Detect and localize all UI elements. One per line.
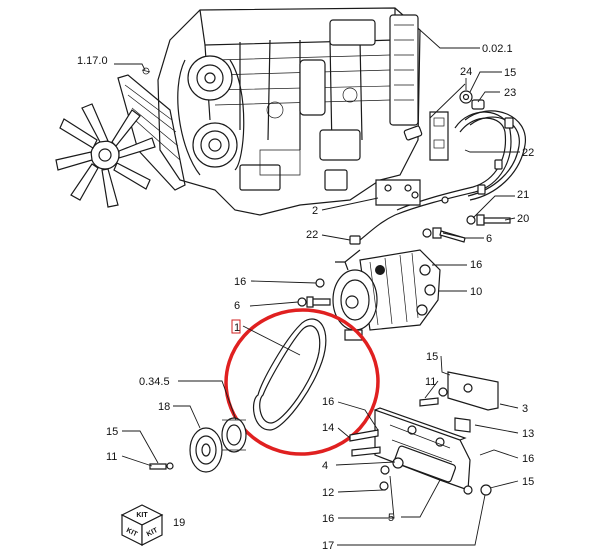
callout-12: 12	[322, 487, 334, 499]
callout-20: 20	[517, 213, 529, 225]
wiring-harness	[335, 110, 526, 271]
callout-1-box	[231, 319, 241, 334]
callout-labels: 1.17.0 0.02.1 24 15 23 22 21 20 2 22 6 1…	[77, 43, 534, 552]
engine-block	[157, 7, 421, 216]
callout-15-bracket: 15	[426, 351, 438, 363]
callout-1-17-0: 1.17.0	[77, 55, 108, 67]
callout-11-bracket: 11	[425, 376, 436, 388]
leader-lines	[114, 29, 520, 546]
callout-24: 24	[460, 66, 472, 78]
kit-label-left: KIT	[125, 527, 139, 539]
drive-belt	[252, 318, 327, 431]
callout-16-right: 16	[522, 453, 534, 465]
callout-19: 19	[173, 517, 185, 529]
callout-10: 10	[470, 286, 482, 298]
callout-16-compressor: 16	[470, 259, 482, 271]
callout-5: 5	[388, 512, 394, 524]
callout-22-right: 22	[522, 147, 534, 159]
callout-13: 13	[522, 428, 534, 440]
tensioner-bracket	[349, 371, 499, 496]
callout-16-left: 16	[234, 276, 246, 288]
callout-2: 2	[312, 205, 318, 217]
callout-23: 23	[504, 87, 516, 99]
callout-16-bottom: 16	[322, 513, 334, 525]
callout-22-left: 22	[306, 229, 318, 241]
callout-18: 18	[158, 401, 170, 413]
kit-label-top: KIT	[136, 512, 148, 519]
callout-21: 21	[517, 189, 529, 201]
highlight-circle	[224, 308, 380, 456]
kit-label-right: KIT	[146, 527, 160, 539]
callout-15-pulley: 15	[106, 426, 118, 438]
callout-11-pulley: 11	[106, 451, 117, 463]
callout-3: 3	[522, 403, 528, 415]
callout-1: 1	[234, 322, 240, 334]
callout-0-02-1: 0.02.1	[482, 43, 513, 55]
callout-4: 4	[322, 460, 328, 472]
cooling-fan	[55, 67, 186, 208]
callout-6-right: 6	[486, 233, 492, 245]
callout-16-belt: 16	[322, 396, 334, 408]
ac-compressor	[332, 249, 441, 341]
kit-icon: KIT KIT KIT	[120, 504, 164, 546]
callout-6-left: 6	[234, 300, 240, 312]
callout-15-top: 15	[504, 67, 516, 79]
callout-0-34-5: 0.34.5	[139, 376, 170, 388]
callout-15-bottom: 15	[522, 476, 534, 488]
crank-pulley	[149, 417, 247, 473]
callout-14: 14	[322, 422, 334, 434]
compressor-mount-bolts	[297, 278, 331, 308]
callout-17: 17	[322, 540, 334, 552]
